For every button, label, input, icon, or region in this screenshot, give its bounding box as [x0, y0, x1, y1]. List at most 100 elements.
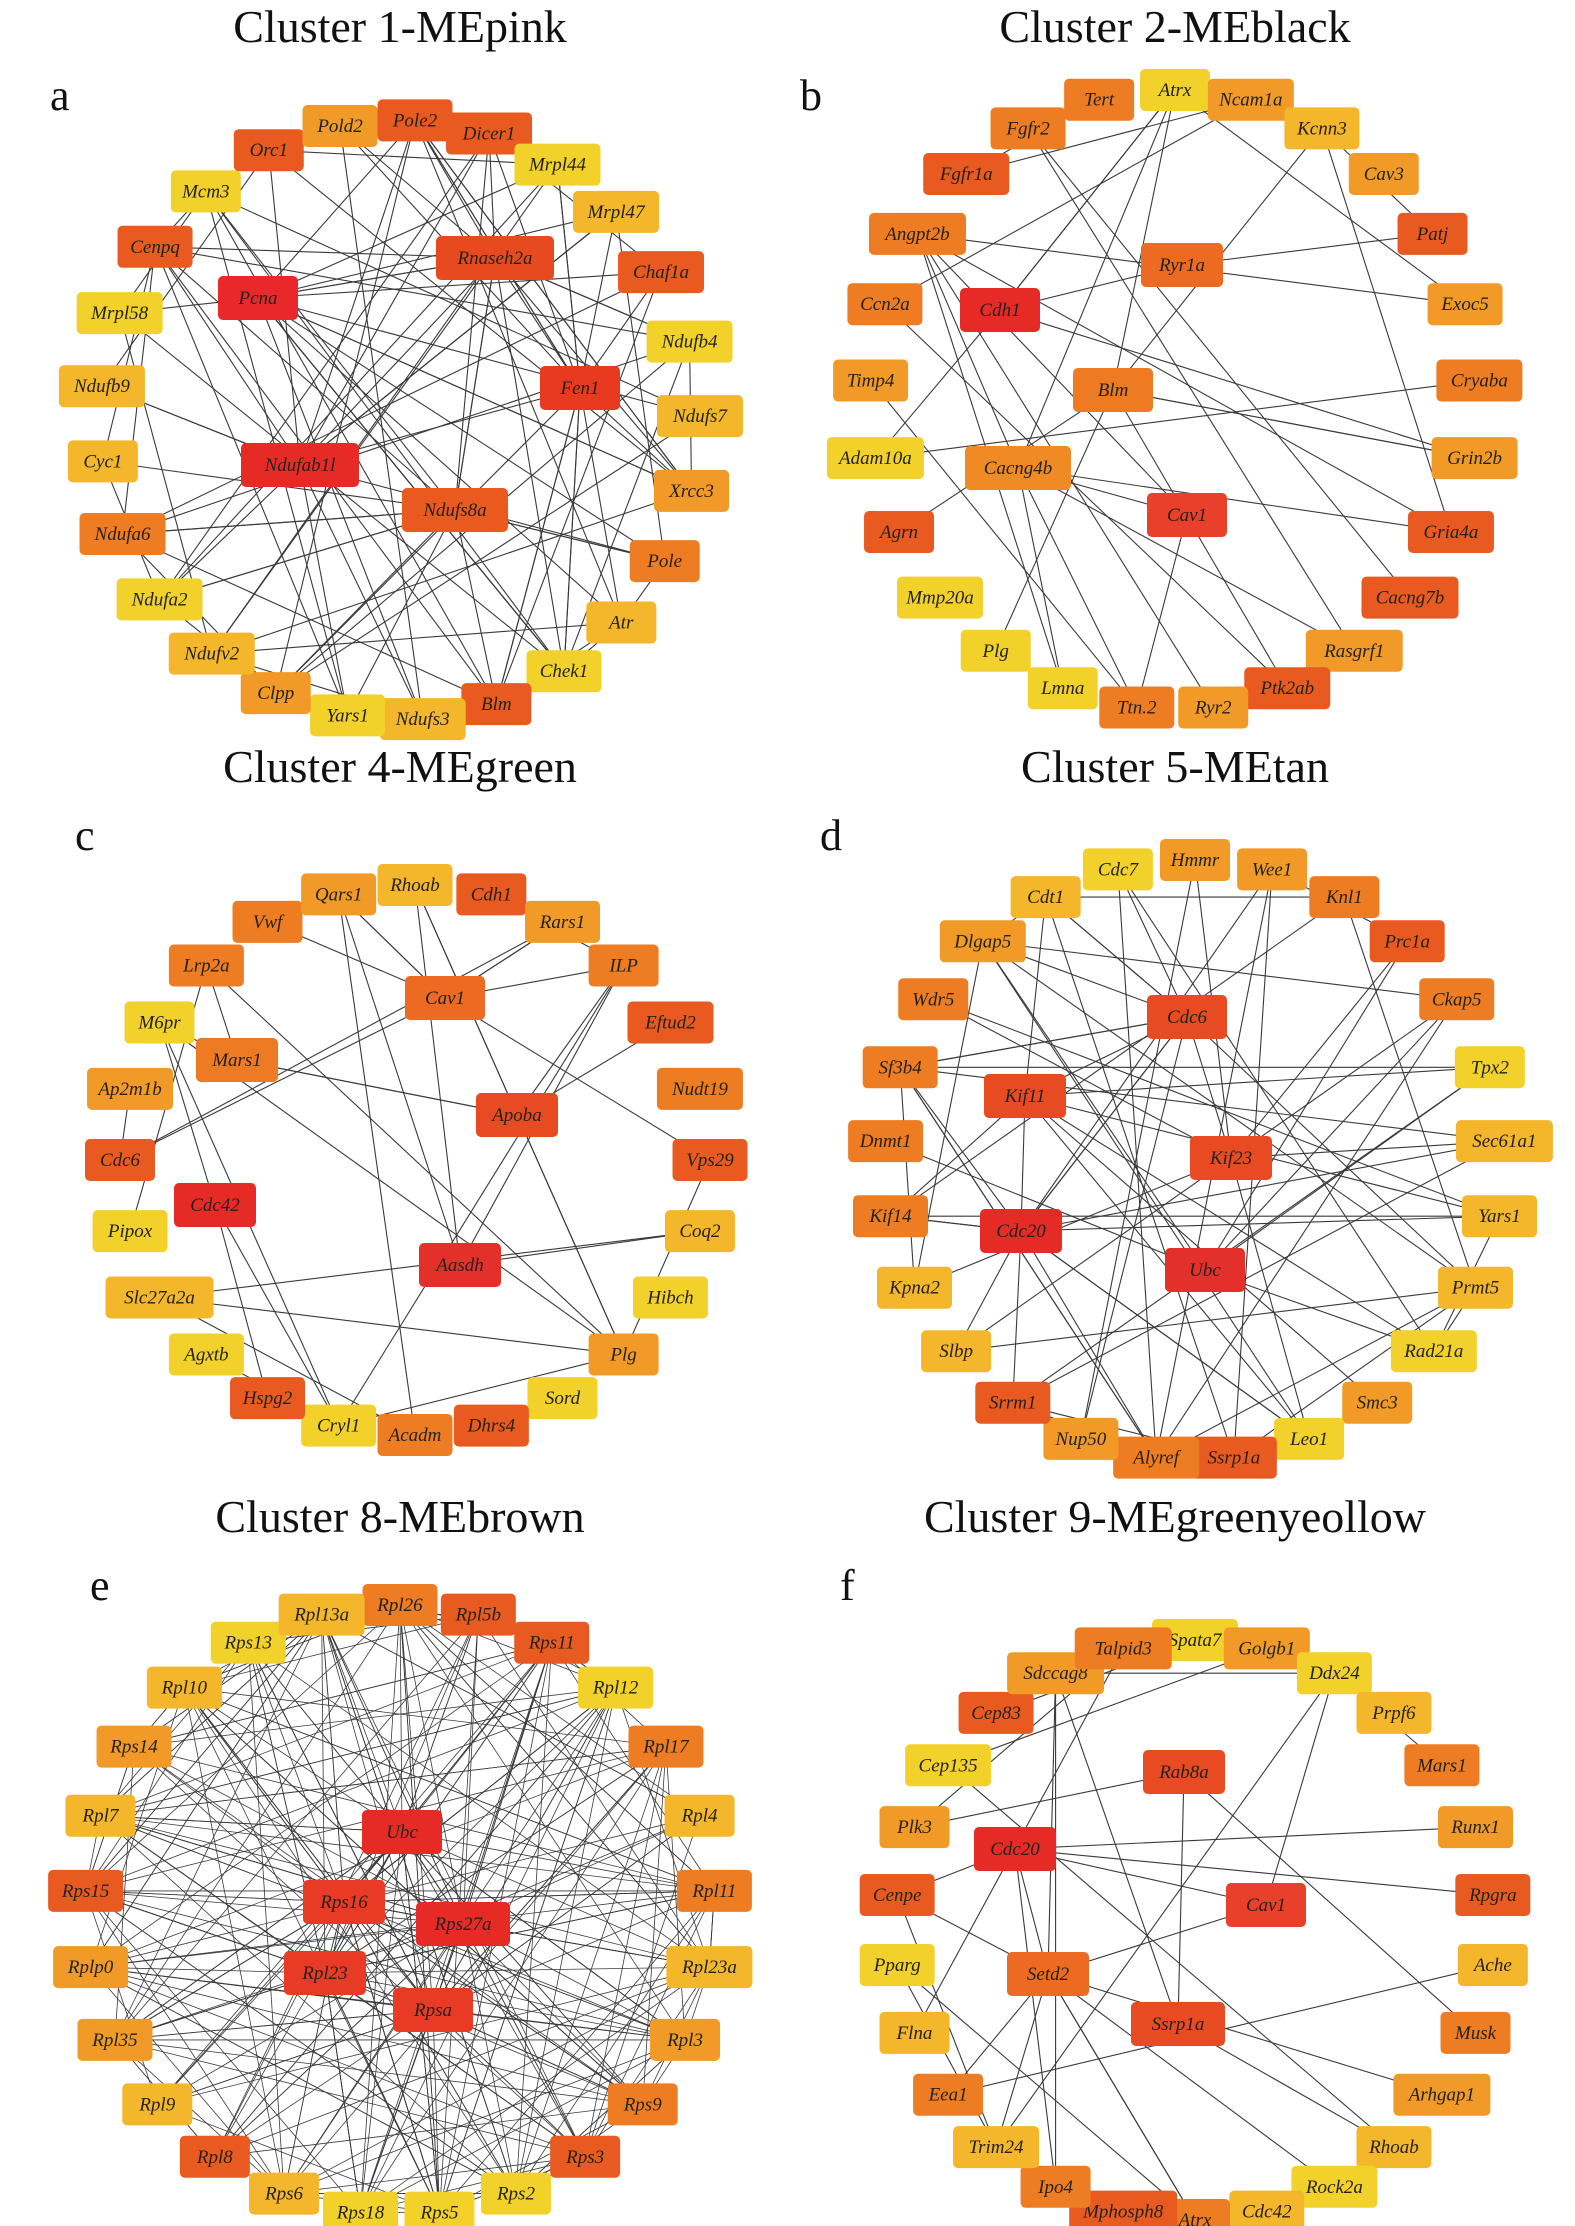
- edge: [119, 997, 446, 1161]
- node-cenpe: Cenpe: [859, 1874, 935, 1917]
- node-box: [1397, 212, 1468, 255]
- edge: [184, 1687, 667, 1747]
- edge: [154, 246, 456, 511]
- node-rps13: Rps13: [210, 1621, 286, 1664]
- edge: [100, 1815, 464, 1925]
- node-box: [1131, 2002, 1225, 2046]
- node-label: Chek1: [540, 661, 589, 682]
- node-box: [664, 1210, 735, 1253]
- node-box: [1073, 368, 1153, 412]
- node-nup50: Nup50: [1043, 1417, 1119, 1460]
- node-label: ILP: [608, 956, 638, 977]
- node-box: [240, 672, 311, 715]
- edge: [1017, 467, 1064, 689]
- node-label: Cryaba: [1451, 371, 1508, 392]
- node-blm: Blm: [461, 683, 532, 726]
- node-eea1: Eea1: [913, 2073, 984, 2116]
- node-label: Ryr1a: [1158, 255, 1205, 276]
- edge: [966, 99, 1251, 175]
- node-box: [527, 1377, 598, 1420]
- edge: [257, 164, 558, 299]
- node-label: Rps3: [565, 2147, 604, 2168]
- hub-node-rps27a: Rps27a: [416, 1902, 510, 1946]
- node-label: Xrcc3: [668, 481, 714, 502]
- node-box: [362, 1810, 442, 1854]
- edge: [1047, 1973, 1196, 2221]
- node-label: Ache: [1472, 1955, 1512, 1976]
- node-box: [310, 694, 386, 737]
- hub-node-rpl23: Rpl23: [284, 1951, 366, 1995]
- edge: [214, 1901, 345, 2157]
- node-mrpl44: Mrpl44: [514, 143, 601, 186]
- edge: [454, 257, 496, 511]
- edge: [1014, 1848, 1493, 1896]
- node-label: Cdc20: [990, 1839, 1040, 1860]
- node-box: [1284, 107, 1360, 150]
- node-label: Rps11: [528, 1633, 575, 1654]
- node-rpl13a: Rpl13a: [278, 1593, 365, 1636]
- edge: [268, 149, 558, 166]
- edge: [214, 1204, 340, 1426]
- edge: [299, 464, 424, 720]
- node-box: [1436, 359, 1523, 402]
- node-box: [974, 1827, 1056, 1871]
- edge: [642, 1746, 667, 2105]
- edge: [90, 1966, 643, 2105]
- edge: [247, 1642, 345, 1903]
- node-patj: Patj: [1397, 212, 1468, 255]
- node-rps5: Rps5: [404, 2191, 475, 2226]
- edge: [324, 1890, 715, 1974]
- node-kpna2: Kpna2: [877, 1266, 953, 1309]
- node-sf3b4: Sf3b4: [862, 1046, 938, 1089]
- node-label: Ubc: [1189, 1260, 1221, 1281]
- node-box: [1296, 1652, 1372, 1695]
- hub-node-cav1: Cav1: [1147, 493, 1227, 537]
- node-label: Pole2: [392, 110, 438, 131]
- edge: [399, 1604, 686, 2041]
- node-box: [676, 1869, 752, 1912]
- edge: [156, 1901, 345, 2105]
- edge: [1012, 1230, 1022, 1403]
- edge: [247, 1642, 434, 2011]
- node-mars1: Mars1: [1404, 1744, 1480, 1787]
- node-label: Rps18: [336, 2203, 385, 2224]
- edge: [343, 1901, 517, 2194]
- node-box: [122, 2083, 193, 2126]
- edge: [563, 387, 581, 672]
- edge: [360, 1966, 710, 2213]
- panel-letter: d: [820, 811, 842, 860]
- node-label: Rpl10: [161, 1678, 208, 1699]
- node-ccn2a: Ccn2a: [847, 283, 923, 326]
- node-xrcc3: Xrcc3: [654, 469, 730, 512]
- hub-node-rps16: Rps16: [303, 1880, 385, 1924]
- node-label: Ndufb4: [661, 332, 718, 353]
- node-label: Spata7: [1169, 1630, 1223, 1651]
- node-box: [362, 1584, 438, 1626]
- edge: [401, 1831, 644, 2105]
- edge: [1136, 514, 1188, 708]
- edge: [579, 387, 622, 623]
- node-label: Agxtb: [182, 1344, 228, 1365]
- edge: [584, 1890, 715, 2157]
- node-rpl12: Rpl12: [578, 1666, 654, 1709]
- node-box: [1305, 629, 1403, 672]
- edge: [584, 1966, 710, 2157]
- node-box: [627, 1001, 714, 1044]
- panel-title: Cluster 9-MEgreenyeollow: [923, 1491, 1427, 1542]
- edge: [874, 309, 1001, 459]
- node-label: Rpl11: [691, 1881, 736, 1902]
- node-angpt2b: Angpt2b: [868, 212, 966, 255]
- edge: [515, 1890, 715, 2194]
- node-box: [456, 873, 527, 916]
- node-label: Atr: [607, 613, 634, 634]
- node-box: [1043, 1417, 1119, 1460]
- node-pole2: Pole2: [377, 99, 453, 142]
- node-label: Cav1: [1167, 505, 1207, 526]
- node-label: Nudt19: [671, 1079, 728, 1100]
- edge: [360, 2039, 686, 2213]
- node-label: Apoba: [490, 1105, 542, 1126]
- edge: [432, 2009, 586, 2158]
- hub-node-cav1: Cav1: [1226, 1883, 1306, 1927]
- node-rplp0: Rplp0: [53, 1946, 129, 1989]
